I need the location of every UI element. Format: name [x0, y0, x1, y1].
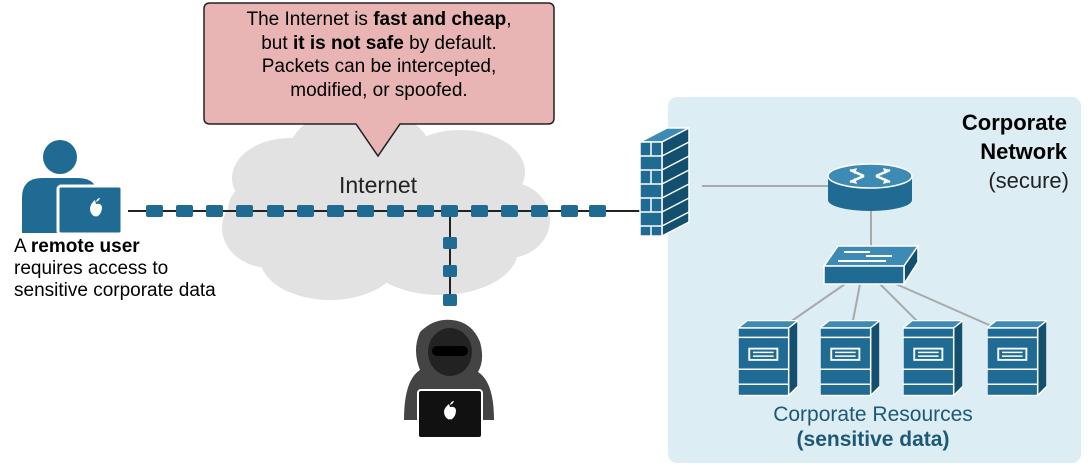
corporate-network-subtitle: (secure)	[988, 168, 1069, 193]
packet	[327, 205, 344, 217]
hooded-attacker-icon	[404, 319, 494, 439]
packet	[589, 205, 606, 217]
packet	[531, 205, 548, 217]
packet	[387, 205, 404, 217]
internet-label: Internet	[339, 172, 417, 198]
packet	[443, 265, 457, 277]
remote-user-caption: A remote user requires access to sensiti…	[14, 236, 216, 301]
packet	[561, 205, 578, 217]
corporate-resources-caption: Corporate Resources (sensitive data)	[773, 403, 973, 451]
packet	[176, 205, 193, 217]
callout-bubble	[203, 2, 555, 158]
packet	[267, 205, 284, 217]
packet	[297, 205, 314, 217]
corporate-network-title: Corporate Network	[961, 110, 1067, 164]
cloud-icon	[222, 107, 550, 300]
server-icon	[820, 320, 880, 396]
packet	[501, 205, 518, 217]
packet	[206, 205, 223, 217]
server-icon	[987, 320, 1047, 396]
packet	[443, 294, 457, 306]
server-icon	[903, 320, 963, 396]
packet	[441, 205, 458, 217]
user-with-laptop-icon	[22, 140, 124, 236]
packet	[146, 205, 163, 217]
server-icon	[738, 320, 798, 396]
router-icon	[827, 163, 913, 211]
packet	[471, 205, 488, 217]
packet	[443, 237, 457, 249]
packet	[357, 205, 374, 217]
switch-icon	[822, 243, 920, 287]
callout-text: The Internet is fast and cheap, but it i…	[246, 9, 512, 101]
packets	[146, 205, 606, 306]
packet	[417, 205, 434, 217]
firewall-icon	[639, 126, 690, 238]
packet	[236, 205, 253, 217]
